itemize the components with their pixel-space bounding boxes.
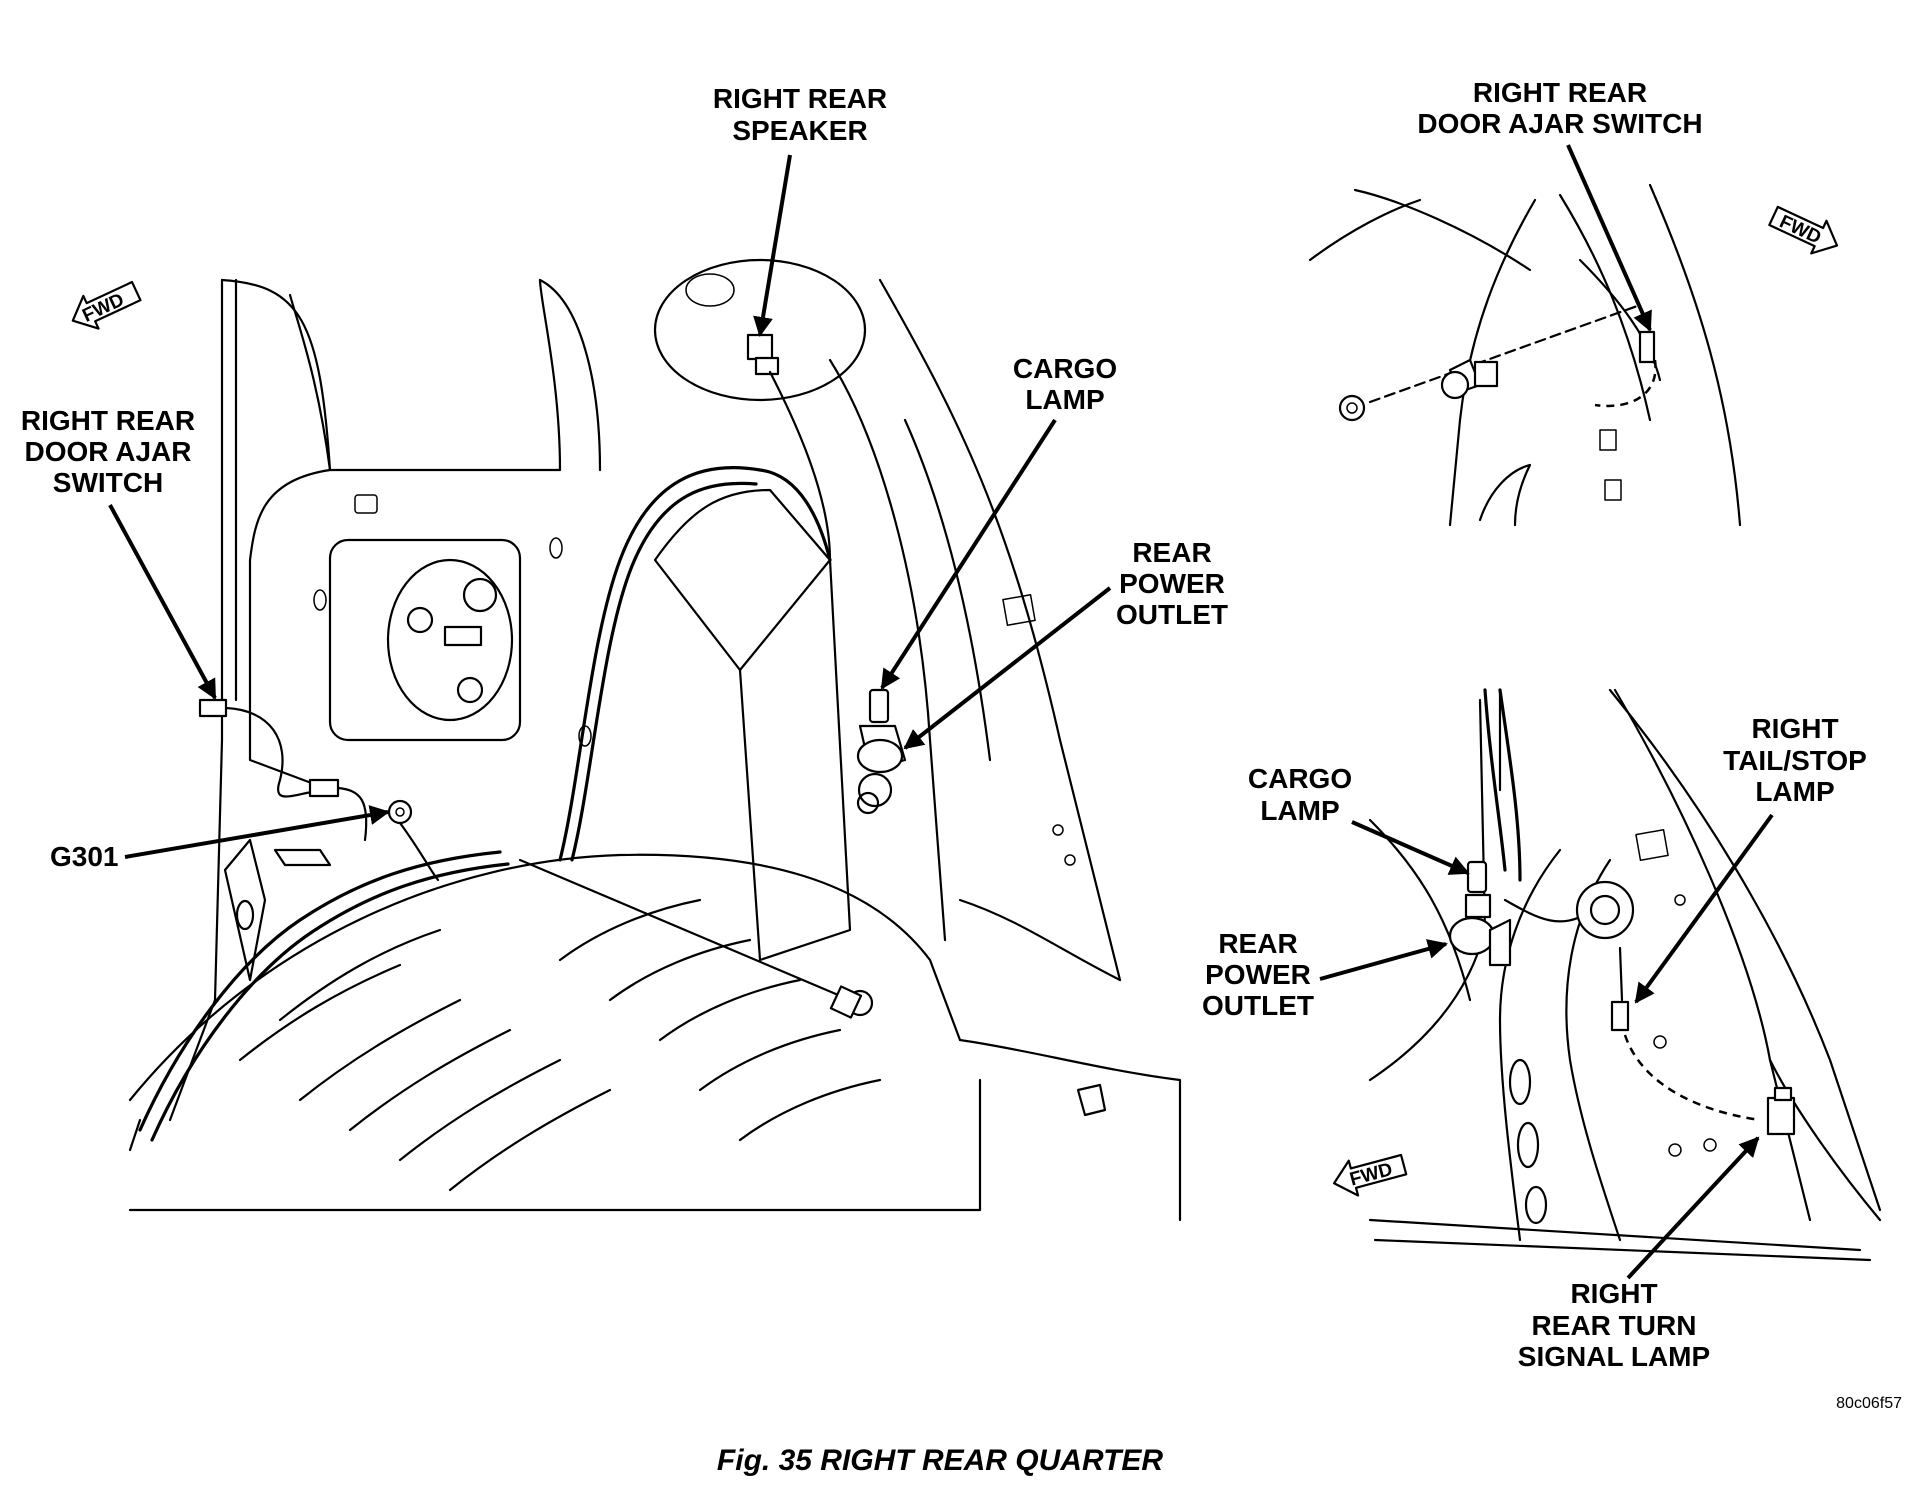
inset-bottom-label-tail-stop-lamp: RIGHT TAIL/STOP LAMP	[1723, 713, 1867, 807]
inset-bottom-label-cargo-lamp: CARGO LAMP	[1248, 763, 1352, 826]
inset-bottom-fwd-arrow-icon: FWD	[1332, 1153, 1408, 1197]
inset-bottom-leader-power-outlet	[1319, 939, 1448, 981]
inset-top-label-door-ajar-switch: RIGHT REAR DOOR AJAR SWITCH	[1417, 77, 1702, 139]
svg-text:POWER: POWER	[1119, 568, 1225, 599]
main-view: FWD	[21, 83, 1228, 1222]
svg-text:SWITCH: SWITCH	[53, 467, 163, 498]
svg-text:REAR: REAR	[1218, 928, 1297, 959]
inset-bottom-leader-cargo-lamp	[1351, 820, 1470, 875]
svg-text:OUTLET: OUTLET	[1116, 599, 1228, 630]
figure-code: 80c06f57	[1836, 1395, 1902, 1412]
inset-top-leader-door-ajar	[1566, 144, 1652, 332]
svg-text:REAR TURN: REAR TURN	[1532, 1310, 1697, 1341]
svg-text:LAMP: LAMP	[1260, 795, 1339, 826]
label-rear-power-outlet: REAR POWER OUTLET	[1116, 537, 1228, 630]
svg-text:RIGHT REAR: RIGHT REAR	[713, 83, 887, 114]
label-right-rear-door-ajar-switch: RIGHT REAR DOOR AJAR SWITCH	[21, 405, 195, 498]
svg-text:CARGO: CARGO	[1248, 763, 1352, 794]
svg-text:RIGHT: RIGHT	[1751, 713, 1838, 744]
svg-text:SIGNAL LAMP: SIGNAL LAMP	[1518, 1341, 1710, 1372]
figure-caption: Fig. 35 RIGHT REAR QUARTER	[717, 1444, 1163, 1477]
inset-bottom-label-turn-signal-lamp: RIGHT REAR TURN SIGNAL LAMP	[1518, 1278, 1710, 1372]
leader-g301	[124, 805, 390, 859]
svg-text:SPEAKER: SPEAKER	[732, 115, 867, 146]
inset-top-view: FWD RIGHT REAR DOOR AJAR SWITCH	[1308, 77, 1839, 527]
svg-text:TAIL/STOP: TAIL/STOP	[1723, 745, 1867, 776]
svg-text:DOOR AJAR: DOOR AJAR	[25, 436, 192, 467]
quarter-panel-drawing	[128, 258, 1182, 1222]
svg-text:CARGO: CARGO	[1013, 353, 1117, 384]
leader-door-ajar	[108, 504, 217, 700]
svg-text:POWER: POWER	[1205, 959, 1311, 990]
leader-power-outlet	[903, 586, 1112, 750]
svg-text:RIGHT REAR: RIGHT REAR	[21, 405, 195, 436]
leader-speaker	[753, 154, 792, 337]
fwd-arrow-icon: FWD	[71, 280, 142, 330]
inset-bottom-view: FWD CARG	[1202, 688, 1882, 1372]
leader-cargo-lamp	[880, 418, 1057, 690]
inset-bottom-leader-tail-stop	[1634, 813, 1774, 1004]
svg-text:DOOR AJAR SWITCH: DOOR AJAR SWITCH	[1417, 108, 1702, 139]
svg-text:RIGHT: RIGHT	[1570, 1278, 1657, 1309]
svg-text:RIGHT REAR: RIGHT REAR	[1473, 77, 1647, 108]
inset-top-fwd-arrow-icon: FWD	[1768, 205, 1839, 255]
label-g301: G301	[50, 841, 119, 872]
svg-text:OUTLET: OUTLET	[1202, 990, 1314, 1021]
label-right-rear-speaker: RIGHT REAR SPEAKER	[713, 83, 887, 146]
svg-text:LAMP: LAMP	[1755, 776, 1834, 807]
svg-text:REAR: REAR	[1132, 537, 1211, 568]
svg-text:LAMP: LAMP	[1025, 384, 1104, 415]
inset-bottom-leader-turn-signal	[1626, 1136, 1760, 1280]
svg-text:FWD: FWD	[1348, 1159, 1395, 1190]
inset-bottom-label-rear-power-outlet: REAR POWER OUTLET	[1202, 928, 1314, 1021]
label-cargo-lamp: CARGO LAMP	[1013, 353, 1117, 415]
